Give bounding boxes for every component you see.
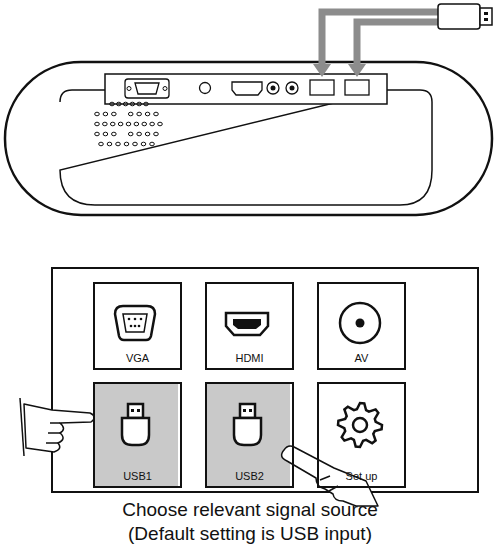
insert-arrow (322, 12, 440, 66)
av-icon (340, 303, 380, 343)
tile-label: HDMI (207, 352, 292, 364)
av-port (286, 82, 298, 94)
power-port (200, 83, 211, 94)
usb-port (345, 80, 369, 95)
audio-port (267, 82, 279, 94)
source-tile: USB1 (93, 382, 182, 488)
speaker-holes (95, 102, 163, 146)
source-tile: AV (317, 282, 406, 370)
insert-arrow (357, 22, 440, 66)
caption: Choose relevant signal source (Default s… (100, 498, 400, 546)
usb-stick (438, 4, 480, 29)
source-tile: Set up (317, 382, 406, 488)
vga-icon (115, 306, 155, 340)
tile-label: VGA (95, 352, 180, 364)
vga-socket (135, 83, 159, 94)
source-tile: USB2 (205, 382, 294, 488)
pointing-hand (20, 398, 378, 506)
projector-body (5, 62, 492, 215)
hdmi-icon (226, 313, 268, 335)
source-tile: VGA (93, 282, 182, 370)
tile-label: Set up (319, 470, 404, 482)
hdmi-port (232, 82, 262, 95)
vga-port (125, 79, 169, 98)
menu-panel (52, 268, 478, 492)
usb-port (310, 80, 334, 95)
usb-icon (122, 404, 261, 445)
tile-label: AV (319, 352, 404, 364)
port-panel (105, 74, 387, 104)
source-tile: HDMI (205, 282, 294, 370)
tile-label: USB2 (207, 470, 292, 482)
projector-top-panel (60, 90, 432, 205)
gear-icon (338, 403, 382, 447)
tile-label: USB1 (95, 470, 180, 482)
